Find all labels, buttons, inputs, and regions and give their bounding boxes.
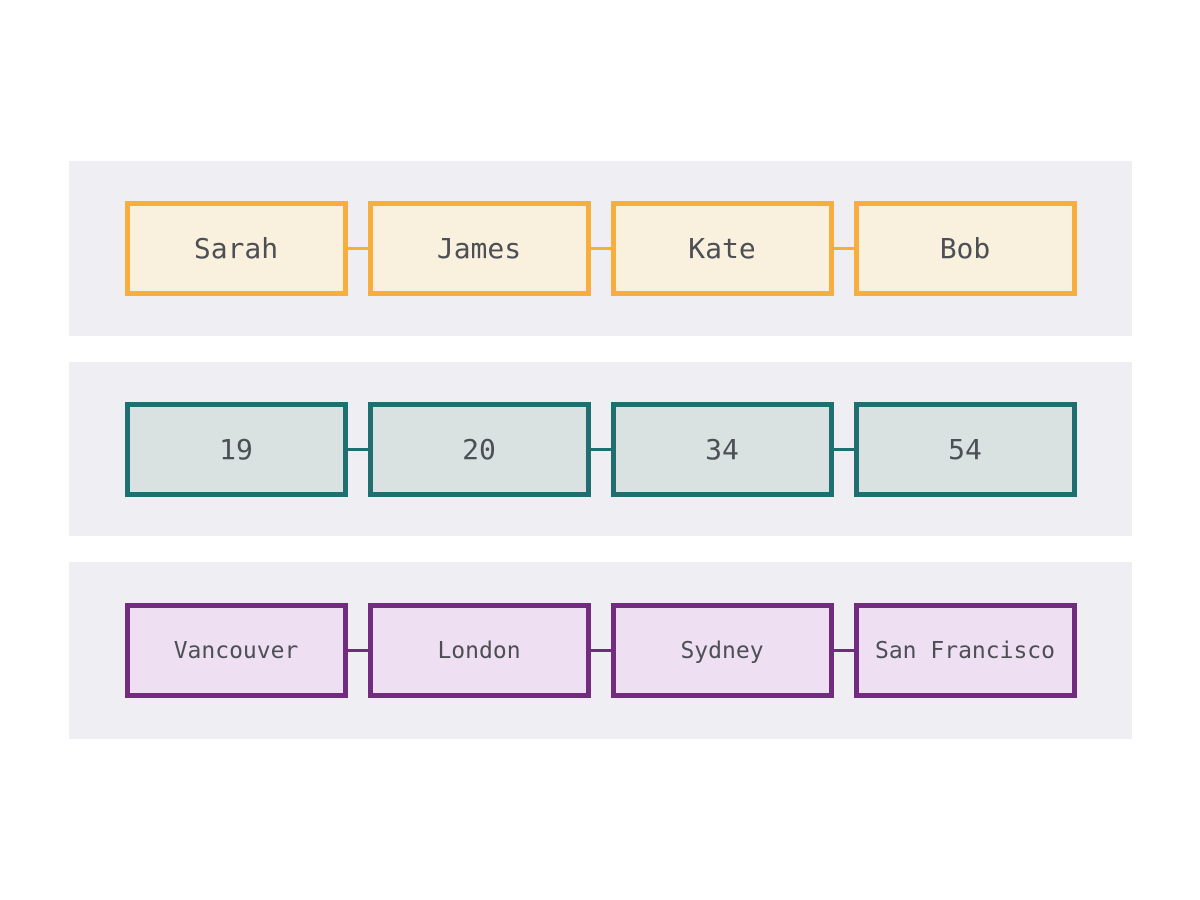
ages-list-row: 19 20 34 54 — [69, 362, 1132, 536]
list-node: 20 — [367, 401, 591, 497]
connector-line — [347, 247, 368, 250]
list-node: 54 — [853, 401, 1077, 497]
list-node: 19 — [124, 401, 348, 497]
list-node: Kate — [610, 201, 834, 296]
connector-line — [833, 447, 854, 451]
list-node: London — [367, 603, 591, 698]
connector-line — [833, 649, 854, 652]
list-node: Vancouver — [124, 603, 348, 698]
list-node: Sydney — [610, 603, 834, 698]
connector-line — [347, 649, 368, 652]
list-node: San Francisco — [853, 603, 1077, 698]
list-node: Sarah — [124, 201, 348, 296]
list-node: James — [367, 201, 591, 296]
connector-line — [590, 447, 611, 451]
cities-list-row: Vancouver London Sydney San Francisco — [69, 562, 1132, 739]
list-node: Bob — [853, 201, 1077, 296]
connector-line — [590, 649, 611, 652]
connector-line — [833, 247, 854, 250]
names-list-row: Sarah James Kate Bob — [69, 161, 1132, 336]
list-node: 34 — [610, 401, 834, 497]
connector-line — [590, 247, 611, 250]
connector-line — [347, 447, 368, 451]
